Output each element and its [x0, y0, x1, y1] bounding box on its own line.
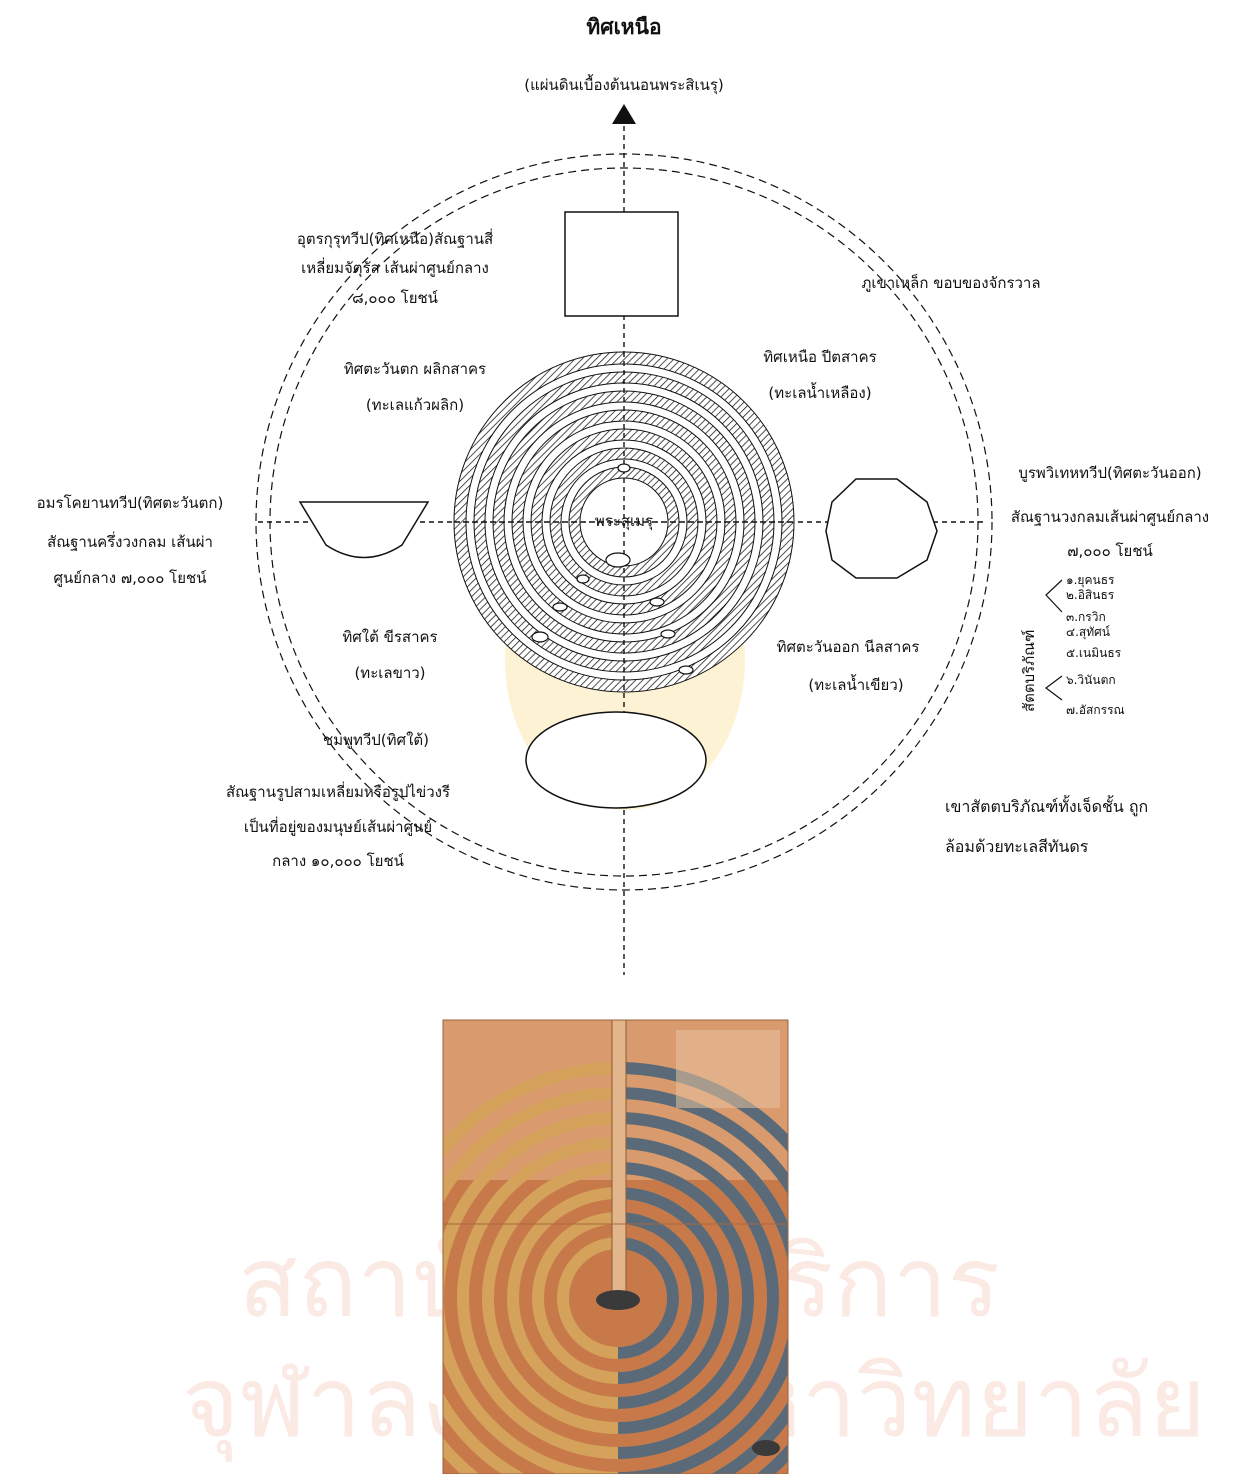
note-line-2: ล้อมด้วยทะเลสีทันดร: [945, 837, 1089, 856]
satta-bracket-bottom: [1046, 676, 1062, 700]
satta-item-7: ๗.อัสกรรณ: [1066, 703, 1125, 717]
fish-icon: [577, 575, 589, 583]
west-continent-line-2: สัณฐานครึ่งวงกลม เส้นผ่า: [47, 531, 213, 551]
painting-meru-pillar: [612, 1020, 626, 1295]
sea-north-line-1: ทิศเหนือ ปีตสาคร: [763, 348, 876, 366]
north-note: (แผ่นดินเบื้องต้นนอนพระสิเนรุ): [524, 74, 724, 95]
south-continent-shape: [526, 712, 706, 808]
satta-bracket-top: [1046, 580, 1062, 612]
fish-icon: [618, 464, 630, 472]
diagram-title: ทิศเหนือ: [586, 15, 661, 39]
satta-item-6: ๖.วินันตก: [1066, 673, 1116, 687]
east-continent-line-3: ๗,๐๐๐ โยชน์: [1067, 542, 1153, 560]
north-continent-shape: [565, 212, 678, 316]
fish-icon: [553, 603, 567, 611]
east-continent-line-1: บูรพวิเทหทวีป(ทิศตะวันออก): [1018, 464, 1201, 482]
east-continent-line-2: สัณฐานวงกลมเส้นผ่าศูนย์กลาง: [1011, 508, 1209, 526]
sea-east-line-1: ทิศตะวันออก นีลสาคร: [777, 638, 920, 656]
south-continent-line-4: กลาง ๑๐,๐๐๐ โยชน์: [272, 852, 404, 870]
rim-label: ภูเขาเหล็ก ขอบของจักรวาล: [861, 273, 1040, 292]
north-continent-line-1: อุตรกุรุทวีป(ทิศเหนือ)สัณฐานสี่: [297, 228, 493, 249]
south-continent-line-2: สัณฐานรูปสามเหลี่ยมหรือรูปไข่วงรี: [226, 781, 450, 801]
fish-icon: [606, 553, 630, 567]
fish-icon: [532, 632, 548, 642]
fish-icon: [650, 598, 664, 606]
sea-north-line-2: (ทะเลน้ำเหลือง): [768, 382, 871, 402]
fish-icon: [679, 666, 693, 674]
sea-west-line-1: ทิศตะวันตก ผลิกสาคร: [344, 360, 486, 378]
fish-icon: [661, 630, 675, 638]
painting-center-fish: [596, 1290, 640, 1310]
center-label: พระสุเมรุ: [595, 512, 653, 531]
satta-item-2: ๒.อิสินธร: [1066, 588, 1115, 602]
sea-east-line-2: (ทะเลน้ำเขียว): [808, 674, 903, 694]
south-continent-line-1: ชมพูทวีป(ทิศใต้): [323, 731, 429, 749]
north-continent-line-3: ๘,๐๐๐ โยชน์: [352, 289, 438, 307]
sea-south-line-2: (ทะเลขาว): [354, 664, 425, 682]
satta-label: สัตตบริภัณฑ์: [1020, 630, 1038, 712]
note-line-1: เขาสัตตบริภัณฑ์ทั้งเจ็ดชั้น ถูก: [945, 795, 1148, 817]
satta-item-1: ๑.ยุคนธร: [1066, 573, 1115, 588]
satta-item-4: ๔.สุทัศน์: [1066, 625, 1110, 640]
sea-south-line-1: ทิศใต้ ขีรสาคร: [342, 628, 437, 646]
west-continent-line-1: อมรโคยานทวีป(ทิศตะวันตก): [37, 494, 224, 512]
west-continent-shape: [300, 502, 428, 558]
north-continent-line-2: เหลี่ยมจัตุรัส เส้นผ่าศูนย์กลาง: [301, 257, 489, 278]
satta-item-3: ๓.กรวิก: [1066, 610, 1106, 624]
west-continent-line-3: ศูนย์กลาง ๗,๐๐๐ โยชน์: [54, 569, 207, 587]
south-continent-line-3: เป็นที่อยู่ของมนุษย์เส้นผ่าศูนย์: [244, 816, 432, 837]
sea-west-line-2: (ทะเลแก้วผลิก): [366, 396, 464, 414]
north-arrow-icon: [612, 104, 636, 124]
satta-item-5: ๕.เนมินธร: [1066, 646, 1122, 660]
east-continent-shape: [826, 479, 937, 578]
